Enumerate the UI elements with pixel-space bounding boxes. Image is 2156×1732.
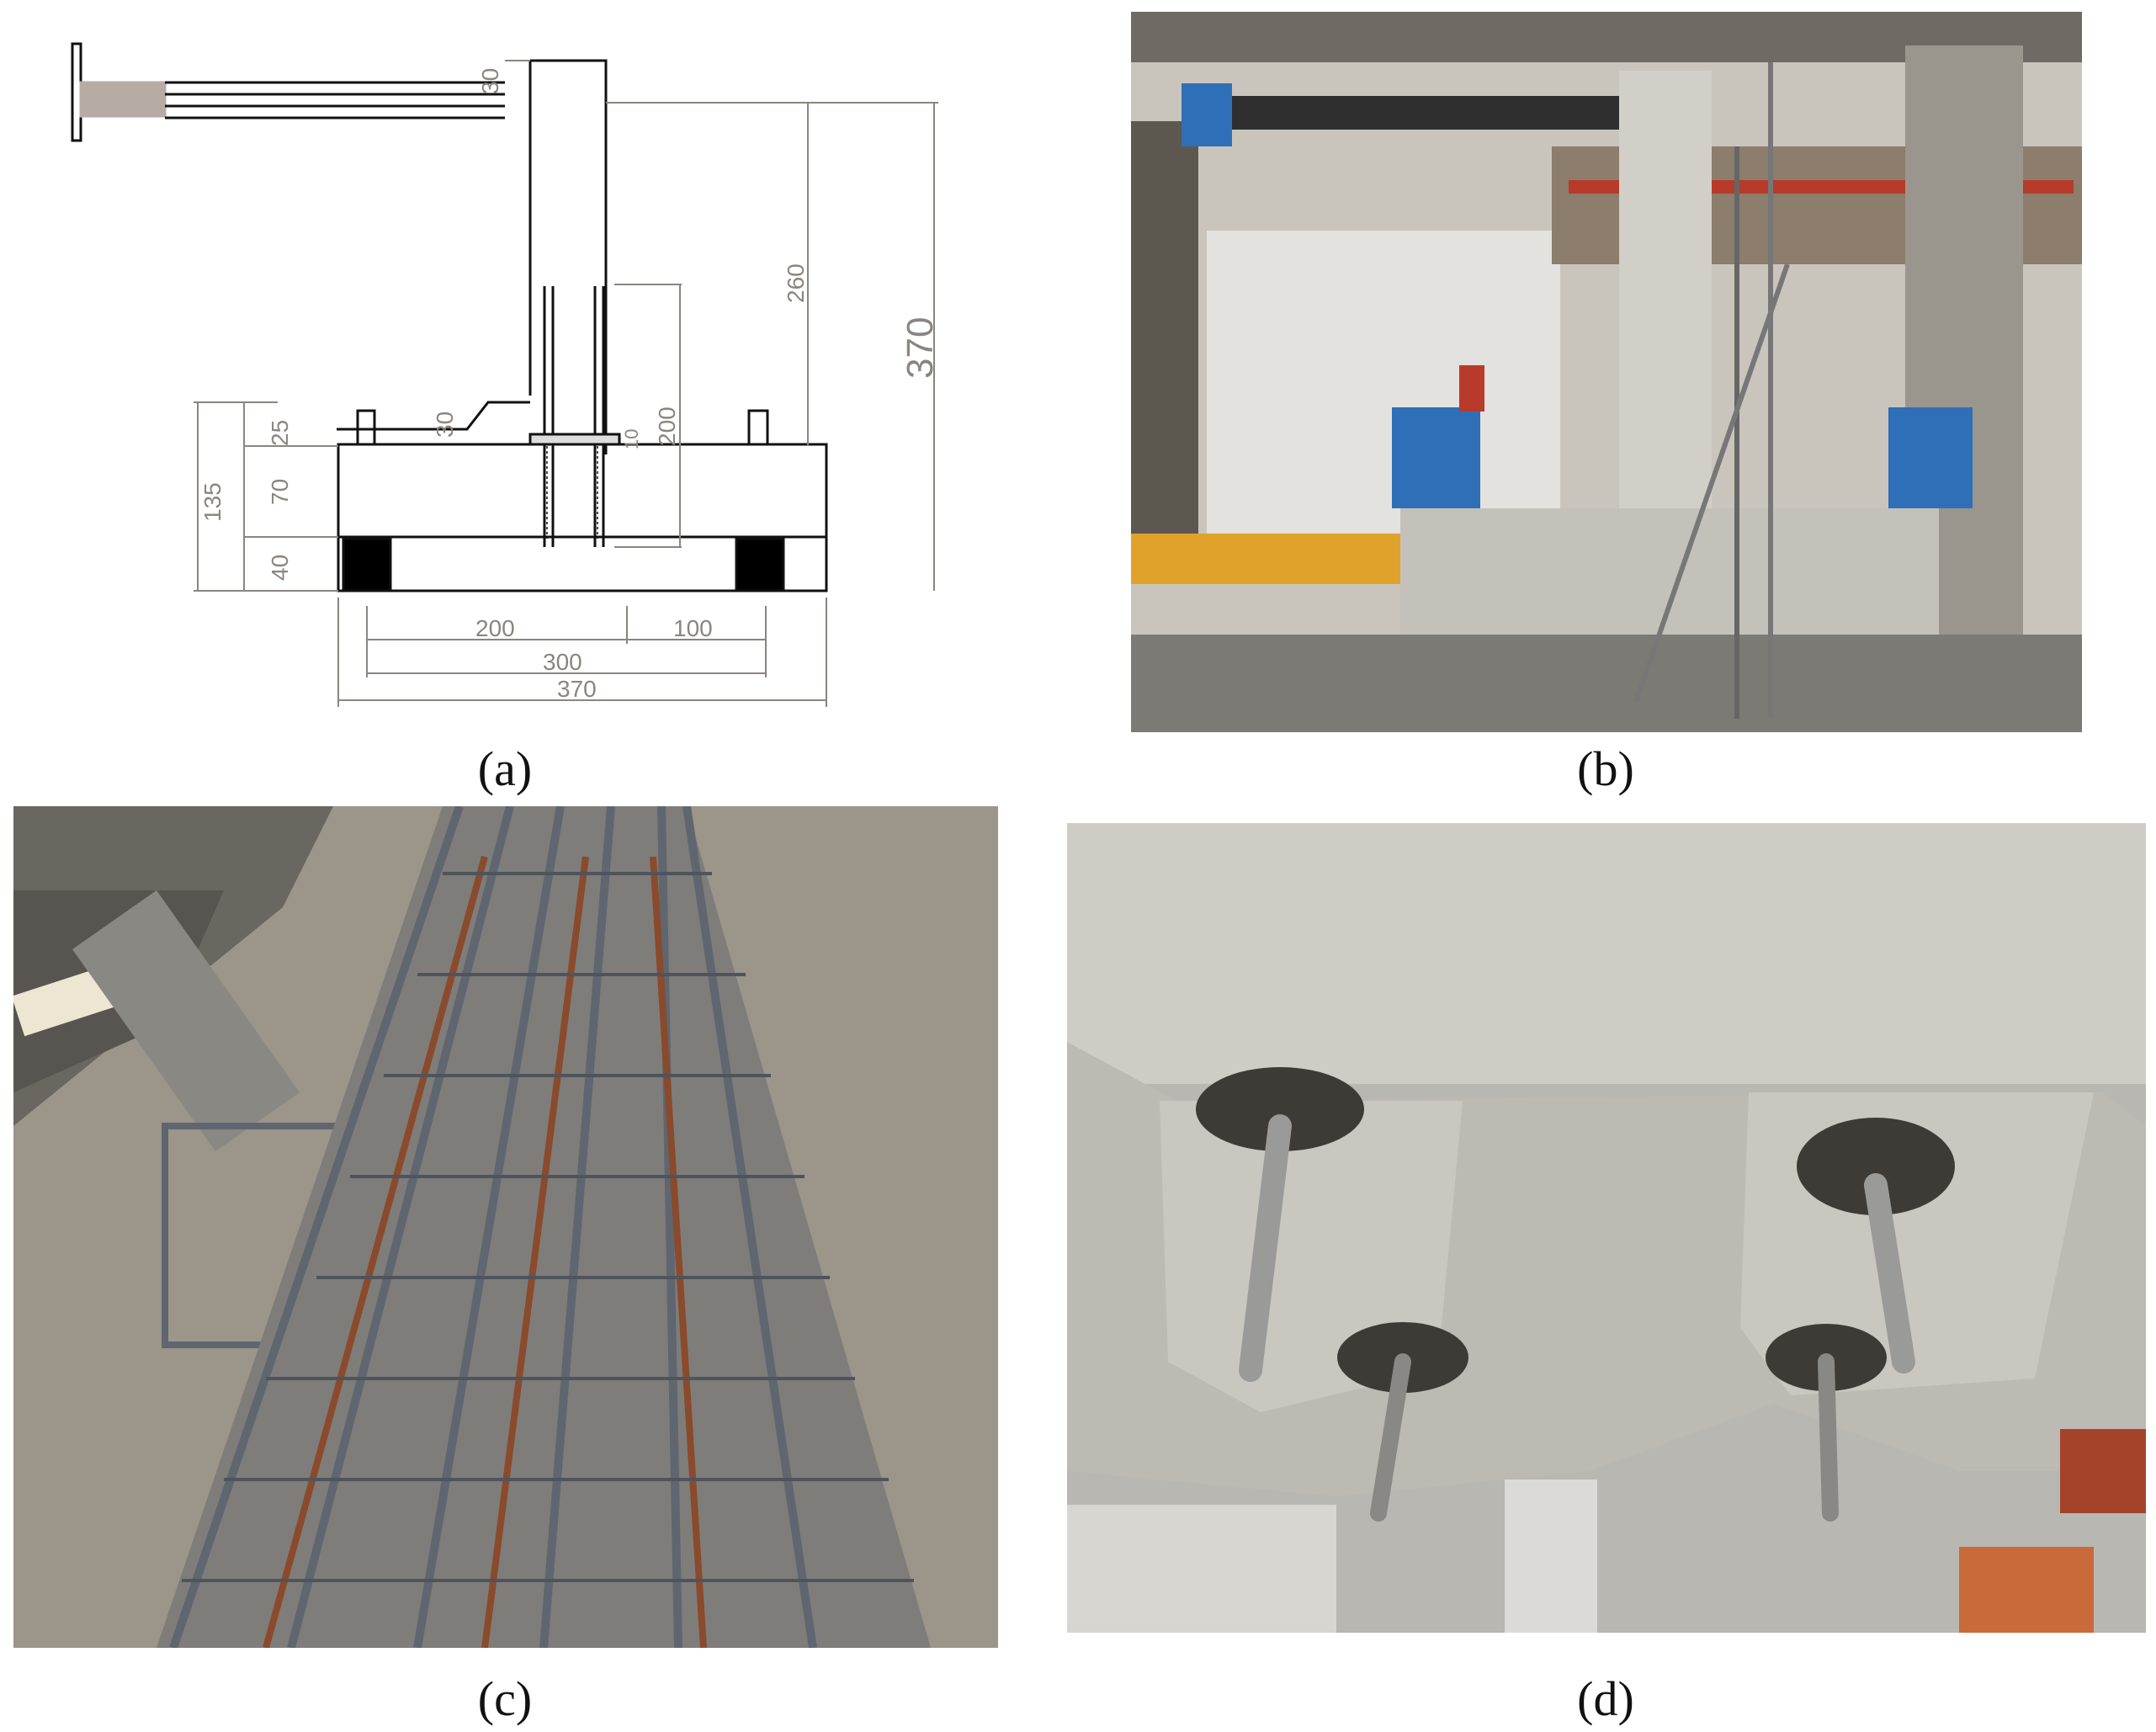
- dim-200-horizontal: 200: [475, 615, 515, 641]
- caption-d: (d): [1577, 1671, 1634, 1726]
- dim-260: 260: [783, 263, 809, 303]
- panel-c-photo: [13, 806, 998, 1648]
- dim-135: 135: [199, 482, 226, 522]
- blue-box-right: [1888, 407, 1973, 508]
- caption-c: (c): [477, 1671, 533, 1726]
- bolt-2: [1864, 1173, 1915, 1373]
- reinforcement-cage-photo: [13, 806, 998, 1648]
- bolt-1: [1239, 1114, 1292, 1382]
- load-block: [79, 81, 167, 118]
- dim-10: 10: [621, 429, 642, 449]
- blue-box-left: [1392, 407, 1480, 508]
- dim-300: 300: [543, 649, 582, 675]
- dim-200-vertical: 200: [654, 406, 680, 446]
- dim-100: 100: [673, 615, 713, 641]
- bolt-4: [1818, 1353, 1839, 1522]
- support-left: [342, 537, 392, 592]
- panel-b-photo: [1131, 12, 2082, 732]
- foundation-beam: [337, 443, 828, 539]
- steel-plate: [72, 890, 300, 1151]
- support-right: [735, 537, 785, 592]
- actuator: [1182, 96, 1619, 130]
- dim-370-horizontal: 370: [557, 676, 597, 702]
- column: [1619, 71, 1712, 542]
- dim-40: 40: [267, 555, 293, 581]
- panel-d-photo: [1067, 823, 2146, 1633]
- dim-70: 70: [267, 479, 293, 505]
- specimen-drawing: 30 260 370 200 30 10 25 70 40 135 200 10…: [71, 42, 941, 707]
- plate-left-top: [1196, 1067, 1364, 1151]
- column-outline: [530, 59, 608, 454]
- test-setup-photo: [1131, 12, 2082, 732]
- caption-b: (b): [1577, 741, 1634, 796]
- dim-30-top: 30: [477, 68, 503, 94]
- foundation-beam: [1400, 508, 1939, 635]
- dim-25: 25: [267, 420, 293, 446]
- panel-a-drawing: 30 260 370 200 30 10 25 70 40 135 200 10…: [34, 25, 993, 732]
- bolt-3: [1370, 1353, 1411, 1522]
- dim-30-mid: 30: [432, 412, 458, 438]
- caption-a: (a): [477, 741, 533, 796]
- dim-370-vertical: 370: [900, 317, 941, 379]
- anchor-bolts-photo: [1067, 823, 2146, 1633]
- plate-right-top: [1797, 1118, 1955, 1215]
